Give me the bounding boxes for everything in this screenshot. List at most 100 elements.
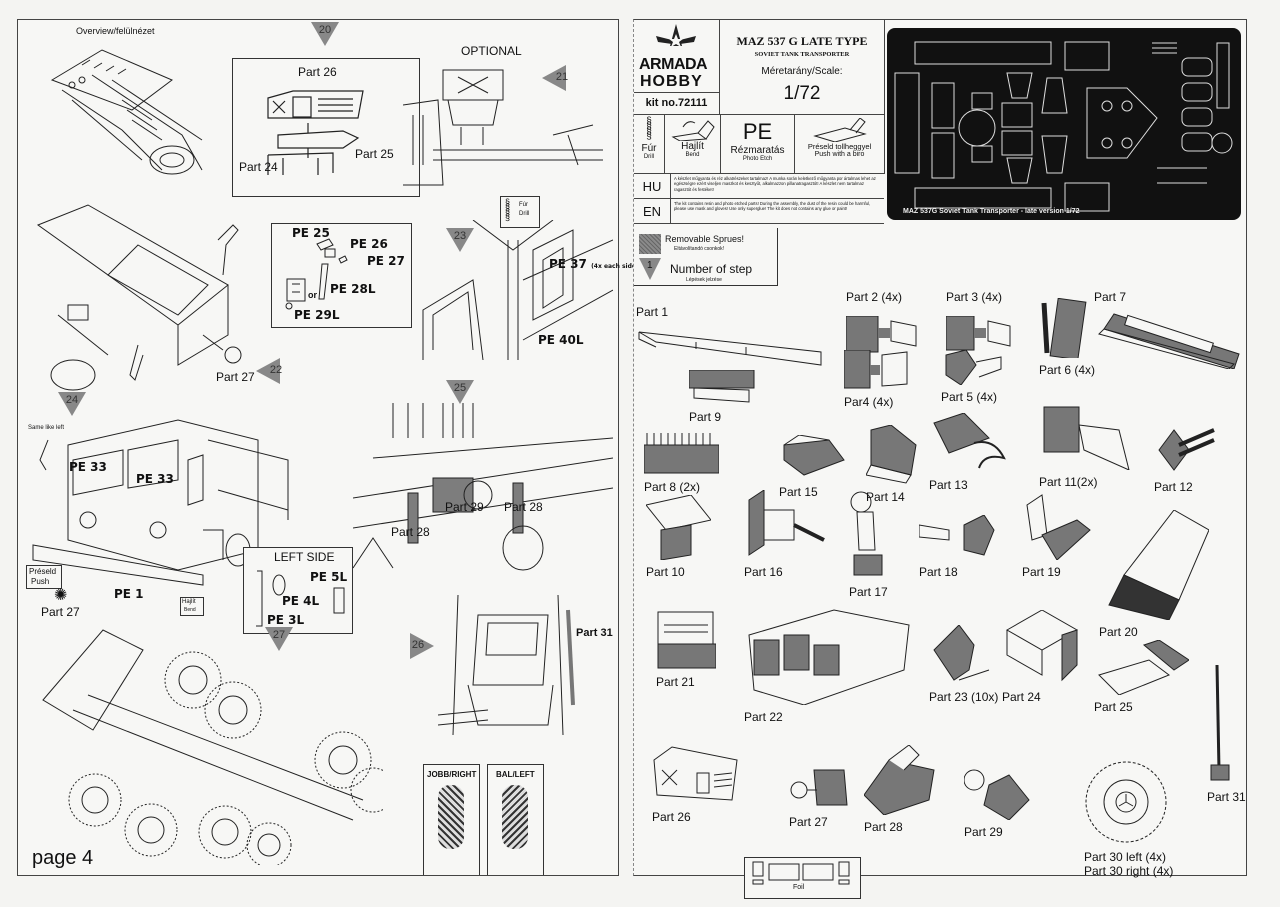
pe-26-label: PE 26 bbox=[350, 237, 388, 251]
step-26-marker bbox=[410, 633, 434, 659]
tire-tread-left-icon bbox=[502, 785, 528, 849]
part-15: Part 15 bbox=[779, 434, 849, 499]
part-2: Part 2 (4x) bbox=[845, 290, 926, 361]
legend-bend-hu: Hajlít bbox=[681, 141, 704, 152]
pe-33-label-a: PE 33 bbox=[69, 460, 107, 474]
key-box: Removable Sprues! Eltávolítandó csonkok!… bbox=[634, 228, 778, 286]
part-19-label: Part 19 bbox=[1022, 565, 1061, 579]
part-7: Part 7 bbox=[1094, 290, 1244, 374]
pe-37-label: PE 37 (4x each side) bbox=[549, 257, 639, 271]
part-2-label: Part 2 (4x) bbox=[846, 290, 903, 304]
drill-icon: §§§§ bbox=[646, 116, 652, 142]
part-10: Part 10 bbox=[645, 494, 712, 579]
push-icon bbox=[795, 117, 884, 143]
tire-left-box: BAL/LEFT bbox=[487, 764, 544, 875]
step-27-number: 27 bbox=[272, 629, 286, 641]
winged-star-icon bbox=[656, 24, 696, 54]
part-8: Part 8 (2x) bbox=[643, 430, 720, 494]
part-28: Part 28 bbox=[863, 744, 944, 834]
part-29-label: Part 29 bbox=[964, 825, 1003, 839]
step-25-drawing bbox=[352, 398, 614, 588]
part-16-label: Part 16 bbox=[744, 565, 783, 579]
step-23-drawing bbox=[413, 219, 614, 370]
brand-name-1: ARMADA bbox=[639, 56, 708, 73]
lang-text-hu: A készlet műgyanta és réz alkatrészeket … bbox=[674, 176, 876, 192]
part-14-label: Part 14 bbox=[866, 490, 905, 504]
part-25-label: Part 25 bbox=[355, 147, 394, 161]
step-26-door-drawing bbox=[437, 585, 588, 750]
part-12: Part 12 bbox=[1154, 425, 1219, 494]
part-30: Part 30 left (4x) Part 30 right (4x) bbox=[1084, 760, 1173, 878]
part-31: Part 31 bbox=[1207, 664, 1246, 804]
pe-parts-drawing bbox=[277, 234, 357, 314]
or-label: or bbox=[308, 290, 317, 300]
part-9-label: Part 9 bbox=[689, 410, 722, 424]
part-28-label: Part 28 bbox=[864, 820, 903, 834]
foil-label: Foil bbox=[793, 884, 805, 891]
part-17: Part 17 bbox=[849, 490, 889, 599]
part-6: Part 6 (4x) bbox=[1039, 297, 1095, 377]
part-17-label: Part 17 bbox=[849, 585, 888, 599]
part-24-label: Part 24 bbox=[239, 160, 278, 174]
step-24-marker bbox=[58, 392, 86, 416]
pe-37-text: PE 37 bbox=[549, 257, 587, 271]
step-27-chassis-drawing bbox=[33, 620, 396, 868]
push-hu-label: Préseld bbox=[29, 567, 57, 576]
bend-en-label: Bend bbox=[184, 607, 196, 613]
step-25-number: 25 bbox=[453, 382, 467, 394]
kit-number: kit no.72111 bbox=[634, 92, 720, 115]
pe-4l-label: PE 4L bbox=[282, 594, 320, 608]
step-25-marker bbox=[446, 380, 474, 404]
pe-1-label: PE 1 bbox=[114, 587, 144, 601]
legend-drill: §§§§ Fúr Drill bbox=[634, 115, 665, 174]
step-20-detail-box: Part 26 Part 25 Part 24 bbox=[232, 58, 420, 197]
part-30-left-label: Part 30 left (4x) bbox=[1084, 850, 1167, 864]
sprue-swatch-icon bbox=[639, 234, 661, 254]
part-5-label: Part 5 (4x) bbox=[941, 390, 998, 404]
part-1-label: Part 1 bbox=[636, 305, 669, 319]
drill-icon: §§§§ bbox=[505, 197, 511, 222]
drill-callout: Fúr Drill §§§§ bbox=[500, 196, 540, 228]
part-13-label: Part 13 bbox=[929, 478, 968, 492]
mirror-parts-drawing bbox=[249, 563, 349, 633]
part-1: Part 1 bbox=[636, 305, 826, 372]
step-27-marker bbox=[265, 627, 293, 651]
part-9: Part 9 bbox=[688, 369, 759, 424]
part-11: Part 11(2x) bbox=[1039, 405, 1134, 489]
legend-pe-hu: Rézmaratás bbox=[730, 145, 785, 156]
kit-title: MAZ 537 G LATE TYPE bbox=[736, 34, 868, 48]
bend-icon bbox=[665, 119, 720, 142]
page-number: page 4 bbox=[32, 847, 94, 869]
pe-27-label: PE 27 bbox=[367, 254, 405, 268]
step-21-number: 21 bbox=[555, 71, 569, 83]
legend-bend-en: Bend bbox=[685, 152, 700, 158]
part-31-label: Part 31 bbox=[1207, 790, 1246, 804]
instruction-page-left: Overview/felülnézet 20 Part 26 Part 25 P… bbox=[17, 19, 639, 876]
same-like-left-label: Same like left bbox=[28, 425, 65, 431]
drill-en-label: Drill bbox=[519, 211, 530, 217]
part-27: Part 27 bbox=[789, 765, 854, 829]
photo-etch-icon: PE bbox=[742, 119, 773, 144]
part-24: Part 24 bbox=[1002, 609, 1087, 704]
overview-label: Overview/felülnézet bbox=[76, 26, 155, 36]
part-7-label: Part 7 bbox=[1094, 290, 1127, 304]
push-en-label: Push bbox=[31, 577, 50, 586]
pe-37-note: (4x each side) bbox=[591, 263, 639, 270]
step-marker-example-icon bbox=[639, 258, 661, 280]
lang-row-en: EN The kit contains resin and photo etch… bbox=[634, 199, 884, 224]
legend-push-en: Push with a biro bbox=[814, 151, 865, 158]
pe-29l-label: PE 29L bbox=[294, 308, 340, 322]
part-19: Part 19 bbox=[1022, 490, 1092, 579]
part-14: Part 14 bbox=[865, 424, 921, 504]
part-21: Part 21 bbox=[656, 610, 717, 689]
lang-text-en: The kit contains resin and photo etched … bbox=[674, 201, 871, 212]
armada-hobby-logo: ARMADA HOBBY bbox=[634, 20, 720, 93]
step-22-detail-box: PE 25 PE 26 PE 27 PE 28L or PE 29L bbox=[271, 223, 412, 328]
part-24-label: Part 24 bbox=[1002, 690, 1041, 704]
part-26-25-24-drawing bbox=[263, 83, 393, 183]
legend-push: Préseld tollheggyel Push with a biro bbox=[795, 115, 885, 174]
push-callout: Préseld Push bbox=[26, 565, 62, 589]
scale-value: 1/72 bbox=[783, 83, 821, 104]
tire-right-label: JOBB/RIGHT bbox=[427, 770, 477, 779]
part-10-label: Part 10 bbox=[646, 565, 685, 579]
